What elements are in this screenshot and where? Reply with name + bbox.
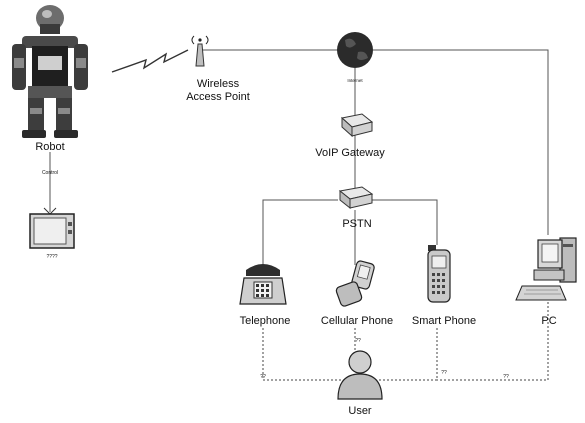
edge-label-smartphone-user: ?? [441,370,447,376]
link-telephone-user [263,328,345,380]
link-pstn-bus [263,200,338,265]
connections [50,50,548,265]
user-label: User [348,405,372,417]
telephone-icon [240,264,286,304]
edge-label-telephone-user: ?? [260,374,266,380]
pc-label: PC [541,315,556,327]
wap-label-line1: Wireless [197,78,240,90]
pstn-label: PSTN [342,218,371,230]
telephone-label: Telephone [240,315,291,327]
smartphone-icon [428,245,450,302]
internet-label: Internet [347,78,363,83]
gateway-icon [342,114,372,136]
wap-label-line2: Access Point [186,91,250,103]
antenna-icon [192,36,208,66]
smartphone-label: Smart Phone [412,315,476,327]
switch-icon [340,187,372,208]
user-icon [338,351,382,399]
wireless-link [112,50,188,72]
cellphone-icon [335,260,375,307]
link-smartphone-user [376,328,437,380]
pc-icon [516,238,576,300]
cellphone-label: Cellular Phone [321,315,393,327]
edge-label-pc-user: ?? [503,374,509,380]
control-label: Control [42,170,58,176]
tv-icon [30,208,74,248]
link-pstn-smartphone [372,200,437,245]
robot-icon [12,5,88,138]
edge-label-cellphone-user: ?? [355,338,361,344]
user-links [263,302,548,380]
voip-label: VoIP Gateway [315,147,385,159]
link-internet-pc [373,50,548,235]
tv-caption: ???? [46,254,57,260]
link-pc-user [437,302,548,380]
robot-label: Robot [35,141,64,153]
globe-icon [337,32,373,68]
